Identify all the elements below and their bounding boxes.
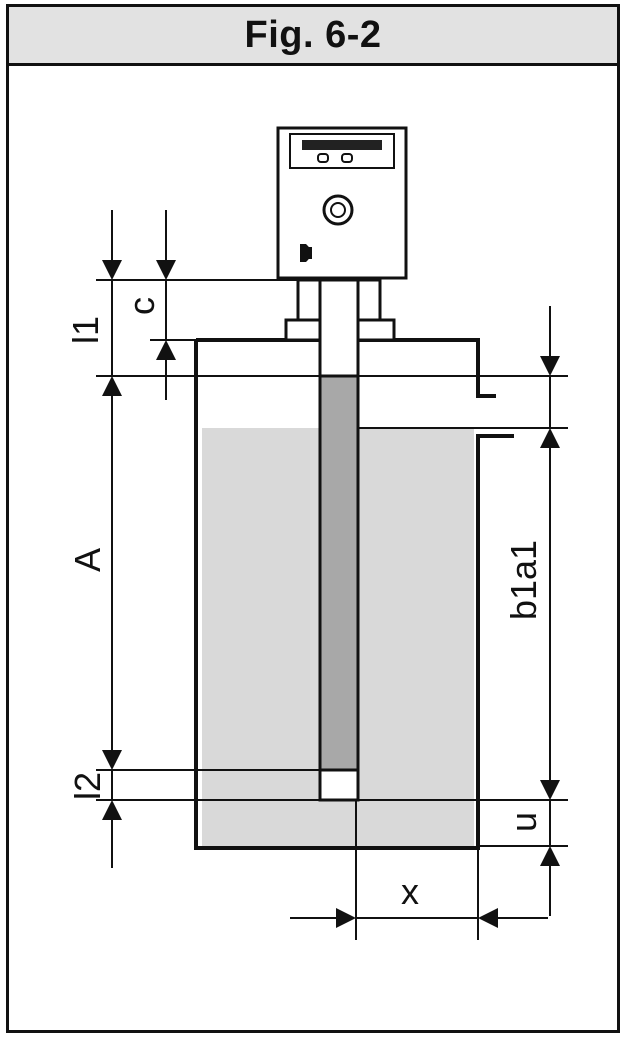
label-u: u [503,812,544,832]
label-A: A [67,548,108,572]
probe-tip [318,768,360,802]
figure-header: Fig. 6-2 [6,4,620,66]
label-l2: l2 [67,772,108,800]
label-l1: l1 [65,316,106,344]
figure-title: Fig. 6-2 [244,13,382,56]
sensor-head [276,126,408,280]
dimension-arrows [102,210,560,928]
label-b1a1: b1a1 [503,540,544,620]
label-x: x [401,871,419,912]
label-c: c [121,297,162,315]
probe-rod [318,374,360,772]
figure-body [6,63,620,1033]
probe-rod-upper [318,278,360,378]
